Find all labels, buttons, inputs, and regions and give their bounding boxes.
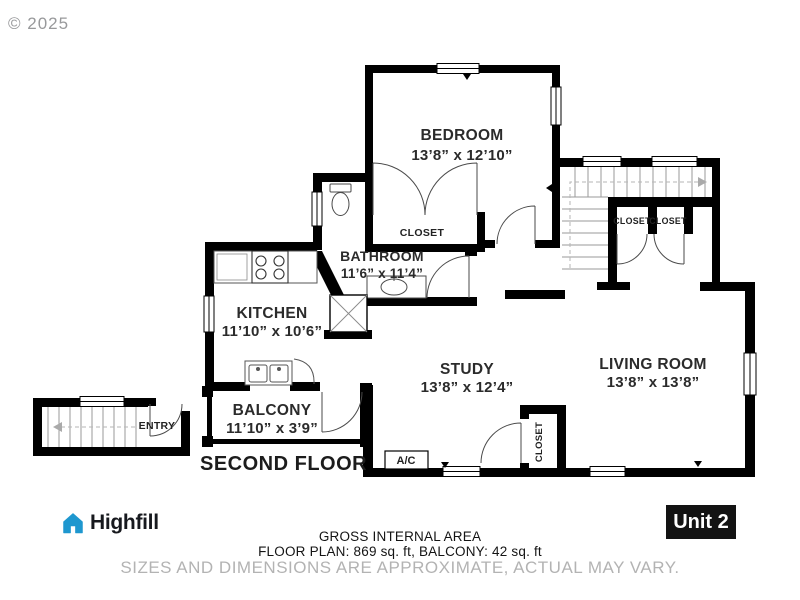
- doors: [321, 162, 685, 464]
- kitchen-dims: 11’10” x 10’6”: [222, 323, 322, 340]
- window: [589, 466, 626, 477]
- stove: [251, 250, 289, 284]
- window: [550, 86, 562, 126]
- entry-direction-arrow: [53, 422, 62, 432]
- stair-direction-line: [569, 181, 698, 268]
- wall-ticks: [441, 74, 702, 468]
- bathroom-dims: 11’6” x 11’4”: [341, 266, 423, 281]
- bedroom-dims: 13’8” x 12’10”: [411, 147, 512, 164]
- brand-name: Highfill: [90, 511, 159, 534]
- bathroom-label: BATHROOM: [340, 248, 424, 264]
- stair-direction-arrow: [698, 177, 707, 187]
- bedroom-closet-door-right: [424, 162, 478, 216]
- bedroom-closet-label: CLOSET: [400, 227, 445, 239]
- window: [311, 191, 323, 227]
- hall-closet-right-label: CLOSET: [649, 216, 687, 226]
- study-label: STUDY: [440, 361, 494, 378]
- entry-door-arc: [149, 403, 183, 437]
- window: [651, 156, 698, 167]
- size-disclaimer: SIZES AND DIMENSIONS ARE APPROXIMATE, AC…: [120, 558, 680, 577]
- balcony-door-arc: [321, 391, 363, 433]
- study-dims: 13’8” x 12’4”: [421, 379, 514, 396]
- toilet: [329, 183, 352, 216]
- kitchen-label: KITCHEN: [237, 305, 308, 322]
- ac-unit: [384, 450, 429, 470]
- peninsula-counter: [293, 358, 315, 385]
- bedroom-door-arc: [496, 205, 536, 245]
- brand-logo: Highfill: [60, 510, 159, 536]
- bathroom-door-arc: [426, 255, 470, 299]
- unit-badge: Unit 2: [666, 505, 736, 539]
- study-closet-label: CLOSET: [534, 422, 545, 462]
- study-closet-door-arc: [480, 422, 522, 464]
- hall-closet-door-right: [653, 233, 685, 265]
- window: [203, 295, 215, 333]
- hall-closet-left-label: CLOSET: [613, 216, 651, 226]
- stair-treads-return: [562, 208, 608, 270]
- gross-area-title: GROSS INTERNAL AREA: [318, 529, 482, 544]
- ac-label: A/C: [397, 455, 416, 467]
- hall-closet-door-left: [616, 233, 648, 265]
- gross-area-detail: FLOOR PLAN: 869 sq. ft, BALCONY: 42 sq. …: [258, 544, 542, 559]
- window: [442, 466, 481, 477]
- entry-stairs: [47, 403, 183, 447]
- interior-stairs: [562, 167, 707, 270]
- balcony-dims: 11’10” x 3’9”: [226, 420, 318, 437]
- house-icon: [63, 513, 83, 534]
- windows: [79, 63, 757, 477]
- living-room-label: LIVING ROOM: [599, 356, 707, 373]
- copyright-watermark: © 2025: [8, 14, 70, 33]
- room-labels: BEDROOM 13’8” x 12’10” BATHROOM 11’6” x …: [222, 127, 707, 437]
- kitchen-sink: [244, 360, 293, 386]
- bedroom-label: BEDROOM: [420, 127, 503, 144]
- floor-title: SECOND FLOOR: [200, 453, 367, 475]
- closet-labels: CLOSET CLOSET CLOSET CLOSET: [400, 216, 687, 462]
- bedroom-closet-door-left: [372, 162, 426, 216]
- window: [582, 156, 622, 167]
- window: [436, 63, 480, 74]
- balcony-label: BALCONY: [233, 402, 312, 419]
- bathroom-sink: [366, 275, 427, 299]
- window: [79, 396, 125, 407]
- window: [743, 352, 757, 396]
- fixtures: [213, 183, 429, 470]
- shower-chase: [329, 294, 368, 333]
- living-room-dims: 13’8” x 13’8”: [607, 374, 700, 391]
- entry-label: ENTRY: [139, 420, 176, 432]
